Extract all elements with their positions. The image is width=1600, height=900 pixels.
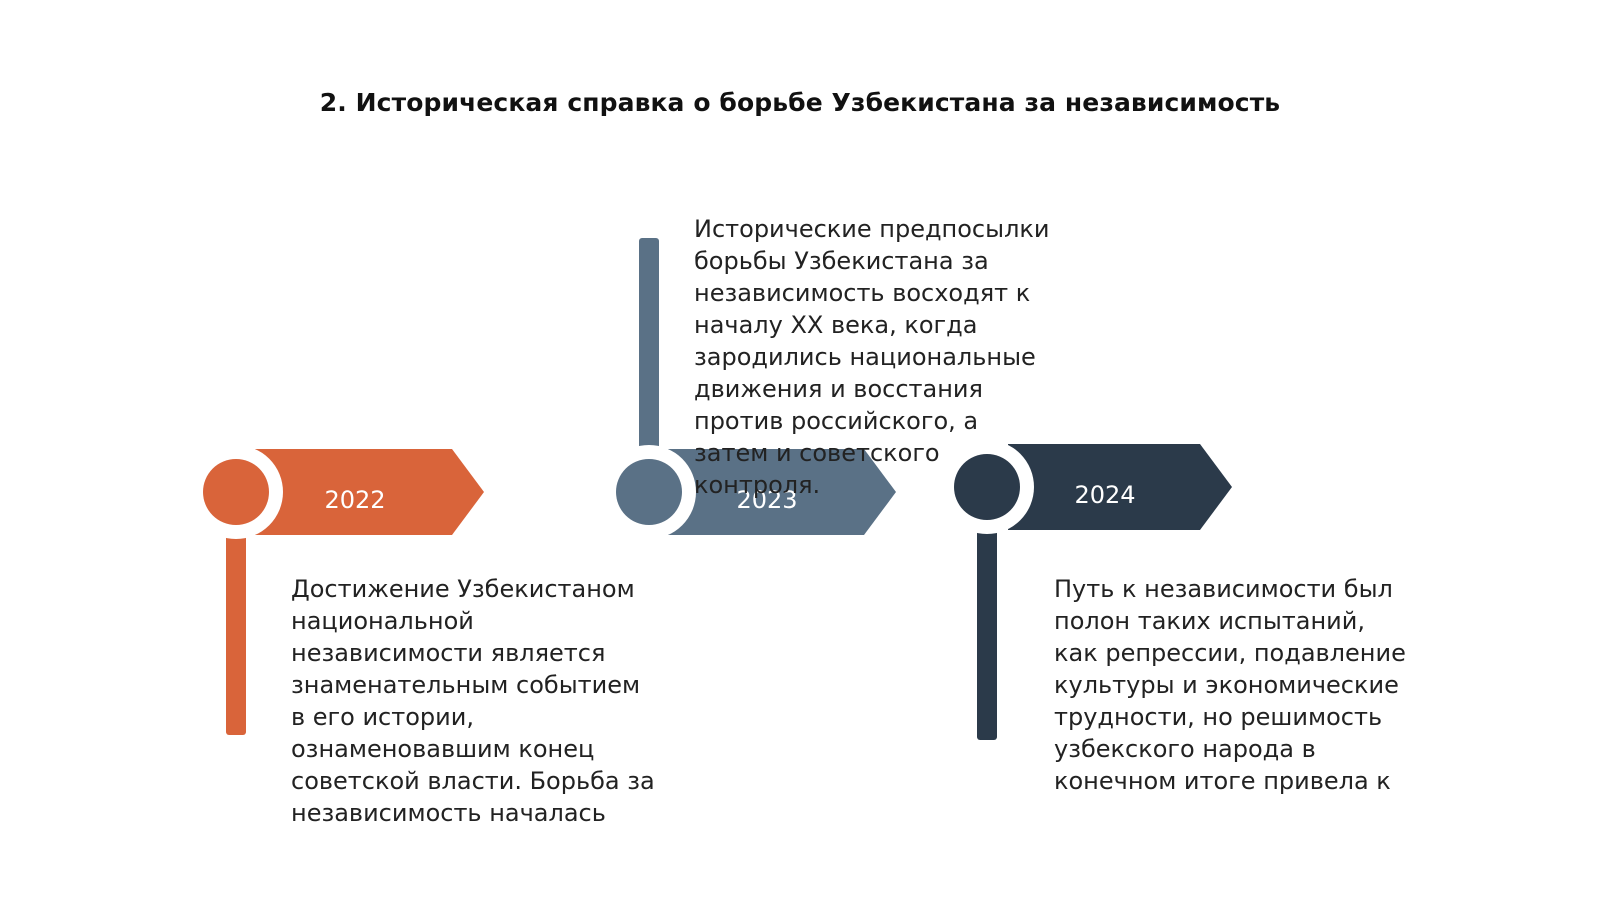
milestone-stem: [226, 530, 246, 735]
milestone-dot: [954, 454, 1020, 520]
milestone-stem: [639, 238, 659, 450]
milestone-2022: 2022: [189, 445, 484, 735]
milestone-dot: [203, 459, 269, 525]
page-title: 2. Историческая справка о борьбе Узбекис…: [319, 88, 1281, 117]
milestone-arrow-banner: [255, 449, 484, 535]
milestone-arrow-banner: [1008, 444, 1232, 530]
milestone-2023: 2023: [602, 238, 896, 539]
milestone-year-label: 2022: [324, 486, 385, 514]
milestone-2024: 2024: [940, 440, 1232, 740]
milestone-year-label: 2024: [1074, 481, 1135, 509]
milestone-2024-description: Путь к независимости был полон таких исп…: [1054, 575, 1406, 795]
milestone-stem: [977, 525, 997, 740]
milestone-year-label: 2023: [736, 486, 797, 514]
milestone-2022-description: Достижение Узбекистаном национальной нез…: [291, 575, 655, 827]
milestone-arrow-banner: [668, 449, 896, 535]
milestone-dot: [616, 459, 682, 525]
milestone-2023-description: Исторические предпосылки борьбы Узбекист…: [694, 215, 1050, 499]
